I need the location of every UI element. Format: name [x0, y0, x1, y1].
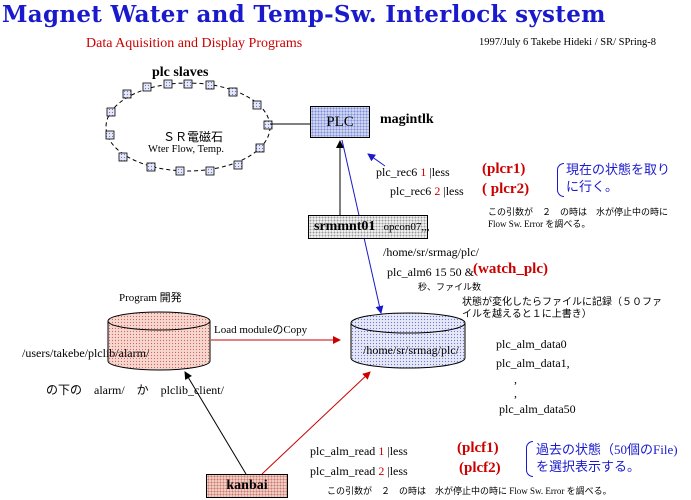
plc-node-label: PLC: [326, 113, 354, 130]
plc-slave-nodes: [105, 79, 273, 176]
plcr1-label: (plcr1): [482, 161, 526, 177]
slave-node: [106, 107, 116, 117]
plc-alm6-cmd: plc_alm6 15 50 &: [387, 265, 474, 279]
slave-node: [105, 130, 115, 140]
slave-node: [205, 80, 215, 90]
author-credit: 1997/July 6 Takebe Hideki / SR/ SPring-8: [479, 37, 656, 48]
data-file-item: plc_alm_data1,: [496, 356, 570, 370]
slave-node: [163, 79, 173, 89]
page-subtitle: Data Aquisition and Display Programs: [86, 36, 303, 51]
query-to-plc-arrow: [367, 153, 386, 167]
home-dir-path: /home/sr/srmag/plc/: [383, 245, 479, 259]
srmmnt01-label: srmmnt01: [314, 219, 376, 234]
kanbai-to-data-disk-arrow: [261, 371, 371, 475]
data-file-item: plc_alm_data0: [496, 337, 567, 351]
plc-alm-read-cmd-2: plc_alm_read 2 |less: [310, 464, 408, 478]
plc-rec6-cmd-2: plc_rec6 2 |less: [390, 184, 464, 198]
past-state-note: 過去の状態（50個のFile)を選択表示する。: [536, 442, 678, 474]
slave-node: [228, 87, 238, 97]
srmmnt01-node: srmmnt01 opcon07,,,: [308, 215, 430, 239]
plcf2-label: (plcf2): [459, 460, 501, 476]
magintlk-label: magintlk: [380, 112, 434, 127]
data-file-item: ,: [514, 386, 517, 400]
plcr2-label: ( plcr2): [482, 181, 530, 197]
slave-node: [118, 152, 128, 162]
ring-label-magnet: ＳＲ電磁石: [163, 130, 224, 144]
kanbai-node: kanbai: [206, 474, 288, 498]
past-state-bracket: [526, 441, 533, 477]
kanbai-label: kanbai: [226, 478, 268, 493]
plc-node: PLC: [310, 106, 370, 138]
program-dev-label: Program 開発: [119, 292, 182, 304]
kanbai-to-dev-disk-arrow: [184, 371, 247, 475]
alm6-change-note: 状態が変化したらファイルに記録（５０ファイルを越えると１に上書き）: [462, 297, 662, 320]
dev-disk-path: /users/takebe/plclib/alarm/: [22, 346, 150, 360]
plcf1-label: (plcf1): [457, 440, 499, 456]
data-file-item: plc_alm_data50: [499, 402, 576, 416]
plc-rec6-cmd-1: plc_rec6 1 |less: [376, 165, 450, 179]
data-disk-cylinder: [350, 312, 466, 369]
client-dir-note: の下の alarm/ か plclib_client/: [46, 383, 224, 397]
slave-node: [175, 166, 185, 176]
rec6-arg-note: この引数が ２ の時は 水が停止中の時に Flow Sw. Error を調べる…: [488, 207, 669, 229]
slave-node: [255, 143, 265, 153]
slave-node: [233, 160, 243, 170]
page-title: Magnet Water and Temp-Sw. Interlock syst…: [2, 1, 606, 28]
alm6-args-note: 秒、ファイル数: [418, 282, 482, 292]
dev-disk-cylinder: [107, 311, 211, 371]
data-file-item: ,: [514, 372, 517, 386]
watch-plc-label: (watch_plc): [473, 261, 548, 277]
data-disk-path: /home/sr/srmag/plc/: [363, 343, 459, 357]
current-state-note: 現在の状態を取りに行く。: [566, 162, 671, 194]
plc-alm-read-cmd-1: plc_alm_read 1 |less: [310, 444, 408, 458]
current-state-bracket: [557, 163, 564, 197]
slave-node: [263, 120, 273, 130]
plc-slaves-label: plc slaves: [152, 65, 209, 80]
ring-label-flow-temp: Wter Flow, Temp.: [148, 144, 224, 155]
read-arg-note: この引数が ２ の時は 水が停止中の時に Flow Sw. Error を調べる…: [327, 486, 612, 496]
slave-node: [252, 100, 262, 110]
load-module-copy-label: Load moduleのCopy: [214, 324, 308, 336]
slave-node: [146, 162, 156, 172]
slave-node: [122, 89, 132, 99]
slave-node: [142, 82, 152, 92]
opcon-host-label: opcon07,,,: [383, 221, 430, 233]
slave-node: [183, 79, 193, 89]
slave-node: [205, 166, 215, 176]
